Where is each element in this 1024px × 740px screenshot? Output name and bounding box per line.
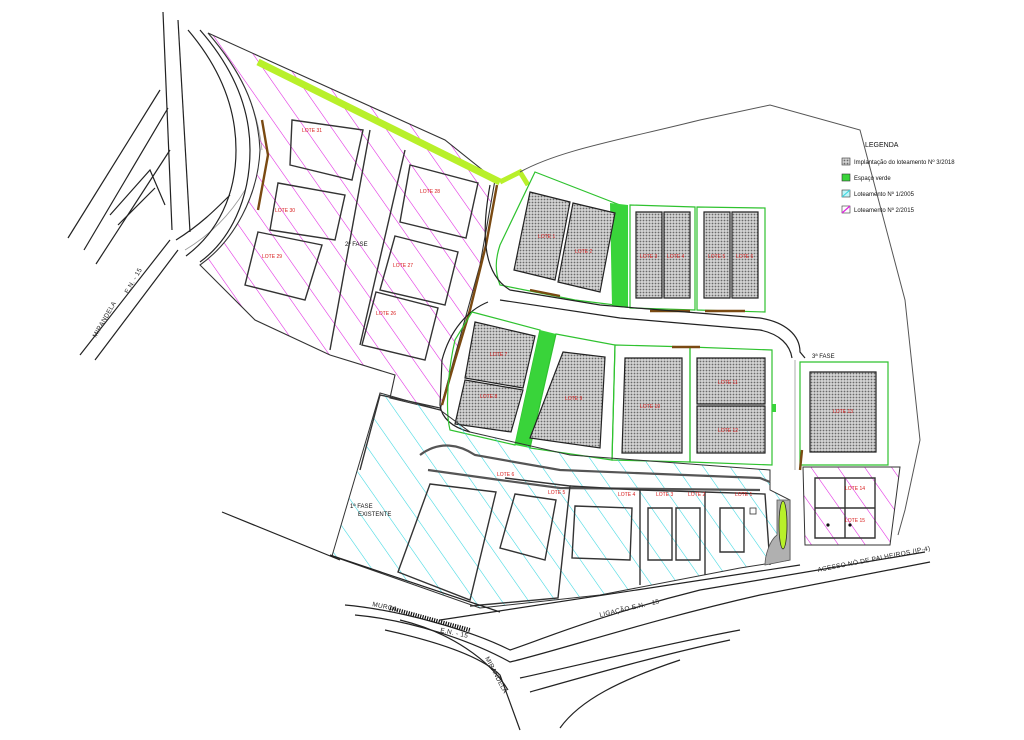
lot-30-label: LOTE 30	[275, 208, 295, 214]
lot-n13-label: LOTE 13	[833, 409, 853, 415]
lot-28-label: LOTE 28	[420, 189, 440, 195]
lot-27-label: LOTE 27	[393, 263, 413, 269]
lot-29-label: LOTE 29	[262, 254, 282, 260]
lot-n6-label: LOTE 6	[736, 254, 753, 260]
lot-3-label: LOTE 3	[656, 492, 673, 498]
legend-item-new-lots: Implantação do loteamento Nº 3/2018	[854, 159, 955, 166]
lot-n15-label: LOTE 15	[845, 518, 865, 524]
third-phase-east: LOTE 13 3ª FASE LOTE 14 LOTE 15	[794, 353, 901, 546]
second-phase-label: 2ª FASE	[345, 241, 368, 248]
lot-5-label: LOTE 5	[548, 490, 565, 496]
east-terrain-outline	[519, 104, 921, 536]
lot-n10-label: LOTE 10	[640, 404, 660, 410]
lot-2-label: LOTE 2	[688, 492, 705, 498]
lot-26-label: LOTE 26	[376, 311, 396, 317]
lot-n2-label: LOTE 2	[575, 249, 592, 255]
lot-n9-label: LOTE 9	[565, 396, 582, 402]
lot-6-label: LOTE 6	[497, 472, 514, 478]
legend: LEGENDA Implantação do loteamento Nº 3/2…	[841, 142, 955, 214]
road-label-acesso: ACESSO NÓ DE PALHEIROS (IP-4)	[817, 543, 931, 574]
legend-item-2015: Loteamento Nº 2/2015	[854, 207, 915, 214]
loteamento-2005-area: LOTE 6 LOTE 5 LOTE 4 LOTE 3 LOTE 2 LOTE …	[331, 392, 791, 609]
legend-item-green-space: Espaço verde	[854, 176, 891, 182]
legend-swatch-green-space	[841, 173, 851, 182]
legend-item-2005: Loteamento Nº 1/2005	[854, 191, 915, 198]
lot-n4-label: LOTE 4	[667, 254, 684, 260]
lot-n11-label: LOTE 11	[718, 380, 738, 386]
lot-n1-label: LOTE 1	[538, 234, 555, 240]
road-label-ligacao: LIGAÇÃO E.N. - 15	[598, 596, 660, 619]
third-phase-label: 3ª FASE	[812, 353, 835, 360]
road-label-murca: MURÇA	[372, 601, 399, 613]
road-label-en15-nw: E.N. - 15	[124, 267, 144, 295]
lot-31-label: LOTE 31	[302, 128, 322, 134]
road-label-mirandela-south: MIRANDELA	[483, 656, 508, 695]
lot-4-label: LOTE 4	[618, 492, 635, 498]
new-lots-middle-row: LOTE 7 LOTE 8 LOTE 9 LOTE 10 LOTE 11 LOT…	[446, 311, 776, 466]
lot-n3-label: LOTE 3	[640, 254, 657, 260]
legend-swatch-new-lots	[841, 157, 851, 166]
lot-n7-label: LOTE 7	[490, 352, 507, 358]
first-phase-label: 1ª FASE	[350, 503, 373, 510]
lot-n5-label: LOTE 5	[708, 254, 725, 260]
legend-title: LEGENDA	[865, 142, 899, 149]
loteamento-2015-area: LOTE 31 LOTE 30 LOTE 29 LOTE 28 LOTE 27 …	[199, 32, 531, 411]
lot-1-label: LOTE 1	[735, 492, 752, 498]
new-lots-top-row: LOTE 1 LOTE 2 LOTE 3 LOTE 4 LOTE 5 LOTE …	[495, 171, 766, 313]
first-phase-existing-label: EXISTENTE	[358, 512, 391, 518]
lot-n8-label: LOTE 8	[480, 394, 497, 400]
lot-n12-label: LOTE 12	[718, 428, 738, 434]
road-label-mirandela-nw: MIRANDELA	[92, 300, 119, 339]
lot-n14-label: LOTE 14	[845, 486, 865, 492]
